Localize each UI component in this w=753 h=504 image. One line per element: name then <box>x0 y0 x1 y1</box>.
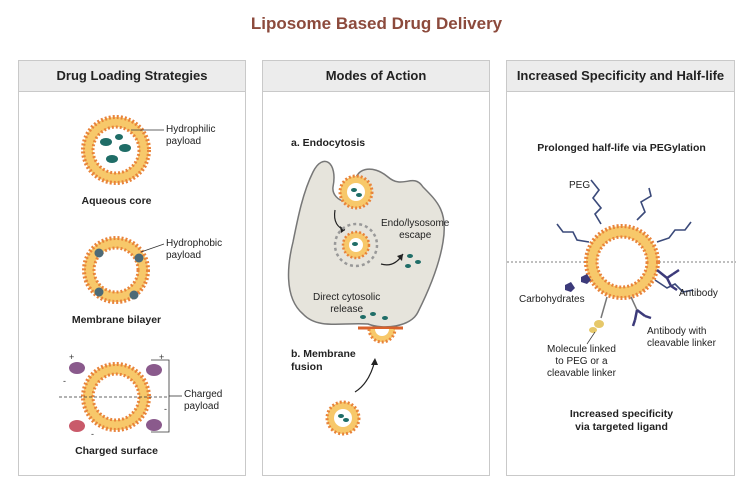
svg-text:+: + <box>69 352 74 362</box>
label-hydrophobic-payload: Hydrophobic payload <box>166 238 223 261</box>
svg-text:-: - <box>63 376 66 386</box>
label-charged-surface: Charged surface <box>75 445 158 457</box>
drug-loading-diagram: + + - - - <box>59 115 182 439</box>
label-antibody-cleavable-linker: Antibody with cleavable linker <box>647 326 716 349</box>
modes-of-action-diagram <box>287 160 445 436</box>
antibody-ligand <box>656 268 680 292</box>
liposome-fusing <box>367 328 397 344</box>
panel-body: + + - - - Hydrophilic payload Aqueous co… <box>19 92 245 475</box>
molecule-linked-ligand <box>586 296 608 345</box>
label-charged-payload: Charged payload <box>184 389 223 412</box>
label-pegylation: Prolonged half-life via PEGylation <box>537 142 706 154</box>
label-membrane-fusion: b. Membrane fusion <box>291 348 356 373</box>
panel-heading: Increased Specificity and Half-life <box>507 61 734 92</box>
panel-heading: Drug Loading Strategies <box>19 61 245 92</box>
panel-body: Prolonged half-life via PEGylation PEG C… <box>507 92 736 475</box>
carbohydrate-ligands <box>565 274 591 292</box>
label-direct-cytosolic-release: Direct cytosolic release <box>313 292 381 315</box>
label-hydrophilic-payload: Hydrophilic payload <box>166 124 216 147</box>
panel-specificity: Increased Specificity and Half-life <box>506 60 736 476</box>
specificity-diagram <box>507 179 736 345</box>
panel-body: a. Endocytosis Endo/lysosome escape Dire… <box>263 92 489 475</box>
label-endocytosis: a. Endocytosis <box>291 137 366 149</box>
panel-modes-of-action: Modes of Action <box>262 60 490 476</box>
panel-drug-loading: Drug Loading Strategies <box>18 60 246 476</box>
figure-title: Liposome Based Drug Delivery <box>250 14 503 33</box>
label-antibody: Antibody <box>679 288 718 299</box>
endosome <box>333 222 379 268</box>
liposome-approaching <box>325 400 361 436</box>
label-molecule-linked: Molecule linked to PEG or a cleavable li… <box>547 344 616 379</box>
label-endo-lysosome-escape: Endo/lysosome escape <box>381 218 450 241</box>
antibody-cleavable-linker <box>630 296 652 327</box>
liposome-charged-surface: + + - - - <box>59 352 182 439</box>
label-targeted-ligand: Increased specificity via targeted ligan… <box>569 408 674 433</box>
peg-chains <box>556 179 694 293</box>
liposome-aqueous-core <box>81 115 164 185</box>
svg-text:+: + <box>159 352 164 362</box>
panel-heading: Modes of Action <box>263 61 489 92</box>
liposome-membrane-bilayer <box>82 236 165 304</box>
label-carbohydrates: Carbohydrates <box>519 294 585 305</box>
liposome-endocytosis <box>338 174 374 210</box>
svg-text:-: - <box>164 404 167 414</box>
pegylated-liposome <box>584 224 660 300</box>
label-peg: PEG <box>569 180 591 191</box>
svg-text:-: - <box>91 429 94 439</box>
label-membrane-bilayer: Membrane bilayer <box>71 314 162 326</box>
label-aqueous-core: Aqueous core <box>81 195 152 207</box>
